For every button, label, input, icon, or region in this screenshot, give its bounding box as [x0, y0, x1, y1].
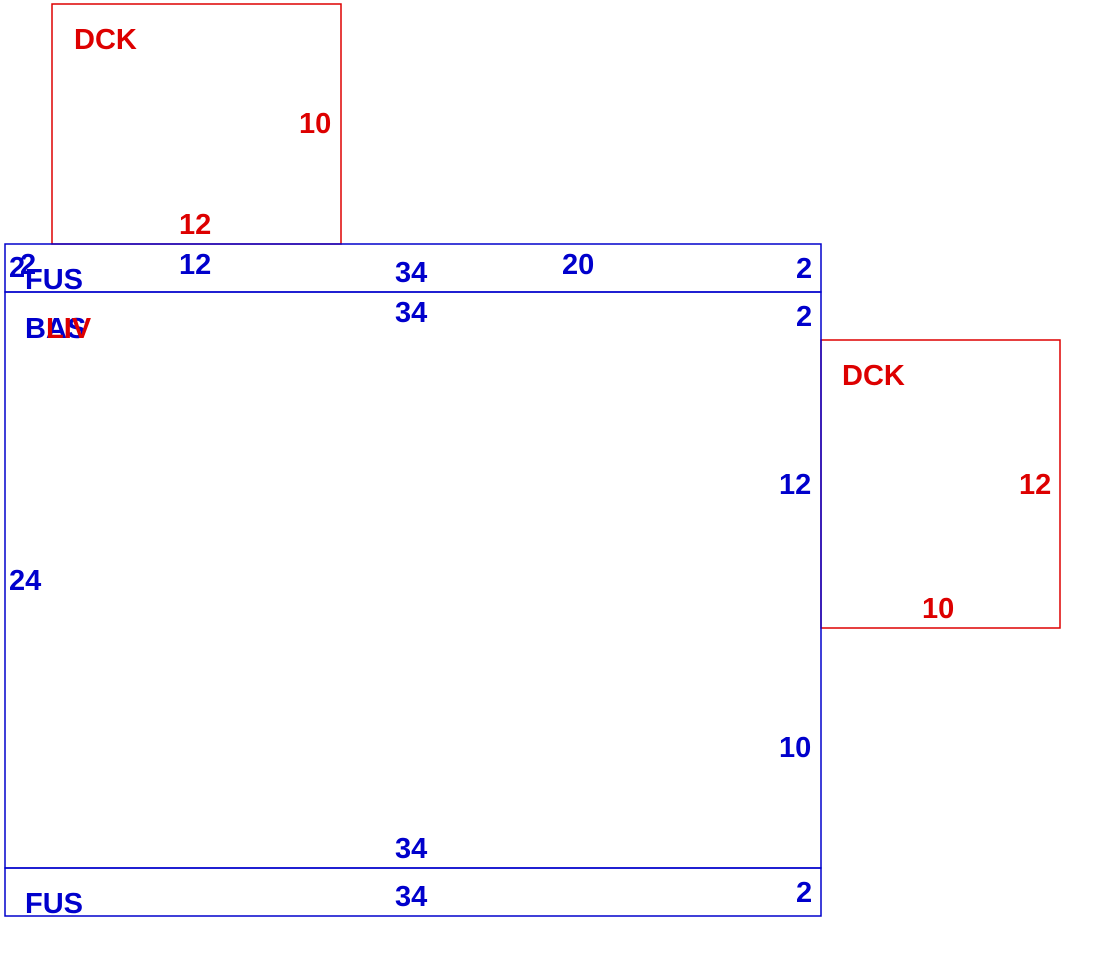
fus-top-dim-34: 34	[395, 257, 427, 289]
deck-top-right-dim: 10	[299, 108, 331, 140]
deck-right-label: DCK	[842, 360, 905, 392]
deck-top-label: DCK	[74, 24, 137, 56]
fus-bottom-outline	[4, 867, 822, 917]
base-right-dim-12: 12	[779, 469, 811, 501]
fus-bottom-label: FUS	[25, 888, 83, 920]
fus-top-right-dim: 2	[796, 253, 812, 285]
base-left-dim: 24	[9, 565, 41, 597]
fus-top-dim-12: 12	[179, 249, 211, 281]
deck-right-right-dim: 12	[1019, 469, 1051, 501]
fus-top-left-dim-b: 2	[20, 249, 36, 281]
fus-top-dim-20: 20	[562, 249, 594, 281]
deck-right-bottom-dim: 10	[922, 593, 954, 625]
base-right-dim-10: 10	[779, 732, 811, 764]
base-right-dim-2: 2	[796, 301, 812, 333]
base-label: BAS	[25, 313, 86, 345]
fus-top-label: FUS	[25, 264, 83, 296]
base-top-dim: 34	[395, 297, 427, 329]
base-bottom-dim: 34	[395, 833, 427, 865]
fus-top-left-dim-a: 2	[9, 252, 25, 284]
deck-top-bottom-dim: 12	[179, 209, 211, 241]
fus-bottom-right-dim: 2	[796, 877, 812, 909]
base-outline	[4, 291, 822, 869]
fus-bottom-top-dim: 34	[395, 881, 427, 913]
base-overlay-label: LIV	[46, 313, 92, 345]
